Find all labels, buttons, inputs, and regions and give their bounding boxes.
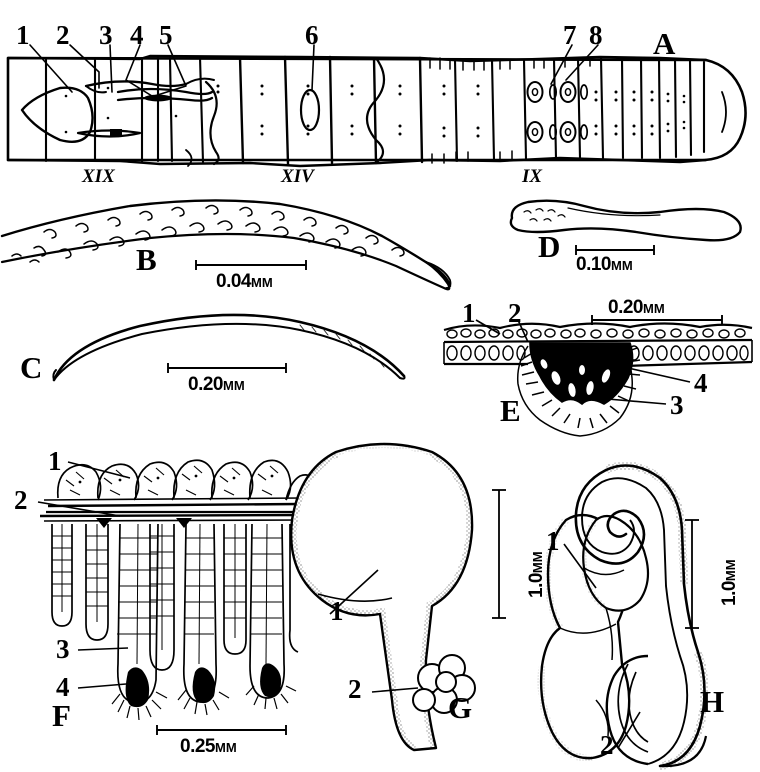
panel-f-artwork [37,459,315,721]
scale-bars [156,245,723,735]
panel-letter-f: F [52,698,71,733]
scale-value-d: 0.10 [576,254,611,275]
callout-a-5: 5 [159,20,173,50]
scale-value-c: 0.20 [188,374,223,395]
panel-letter-b: B [136,242,157,277]
scale-bar-e [591,315,723,325]
panel-c-artwork [52,313,406,382]
callout-a-3: 3 [99,20,113,50]
callout-f-3: 3 [56,634,70,664]
scale-unit-g: MM [530,551,545,574]
panel-d-artwork [509,199,742,242]
callout-f-4: 4 [56,672,70,702]
panel-letter-e: E [500,393,521,428]
scale-unit-h: MM [723,559,738,582]
scale-label-d: 0.10MM [576,254,633,276]
panel-b-artwork [0,199,452,291]
scale-unit-c: MM [222,378,245,393]
scale-label-c: 0.20MM [188,374,245,396]
scale-unit-d: MM [610,258,633,273]
callout-h-1: 1 [546,526,560,556]
segment-mark-xix: XIX [82,166,115,187]
callout-e-2: 2 [508,298,522,328]
scale-value-f: 0.25 [180,736,215,757]
callout-e-1: 1 [462,298,476,328]
panel-letter-d: D [538,229,561,264]
scale-value-e: 0.20 [608,297,643,318]
scale-unit-b: MM [250,275,273,290]
callout-g-2: 2 [348,674,362,704]
scale-value-h: 1.0 [719,581,740,606]
callout-a-1: 1 [16,20,30,50]
callout-a-7: 7 [563,20,577,50]
scale-bar-c [167,363,287,373]
scale-bar-d [575,245,655,255]
panel-e-artwork [443,319,753,437]
callout-a-8: 8 [589,20,603,50]
scale-unit-e: MM [642,301,665,316]
scale-label-h: 1.0MM [719,559,741,606]
callout-f-1: 1 [48,446,62,476]
scale-label-b: 0.04MM [216,271,273,293]
scale-label-g: 1.0MM [526,551,548,598]
scale-bar-f [156,725,287,735]
scale-unit-f: MM [214,740,237,755]
panel-letter-g: G [448,690,473,725]
scale-value-g: 1.0 [526,573,547,598]
scale-label-e: 0.20MM [608,297,665,319]
callout-a-2: 2 [56,20,70,50]
callout-a-6: 6 [305,20,319,50]
callout-f-2: 2 [14,485,28,515]
scale-label-f: 0.25MM [180,736,237,758]
callout-e-3: 3 [670,390,684,420]
segment-mark-xiv: XIV [281,166,314,187]
callout-a-4: 4 [130,20,144,50]
callout-h-2: 2 [600,730,614,760]
panel-letter-h: H [700,684,725,719]
callout-g-1: 1 [330,596,344,626]
panel-letter-a: A [653,26,676,61]
panel-h-artwork [537,461,709,770]
panel-g-artwork [290,442,506,752]
panel-a-artwork [6,44,747,168]
scale-value-b: 0.04 [216,271,251,292]
panel-letter-c: C [20,350,43,385]
scale-bar-b [195,260,307,270]
segment-mark-ix: IX [522,166,543,187]
callout-e-4: 4 [694,368,708,398]
